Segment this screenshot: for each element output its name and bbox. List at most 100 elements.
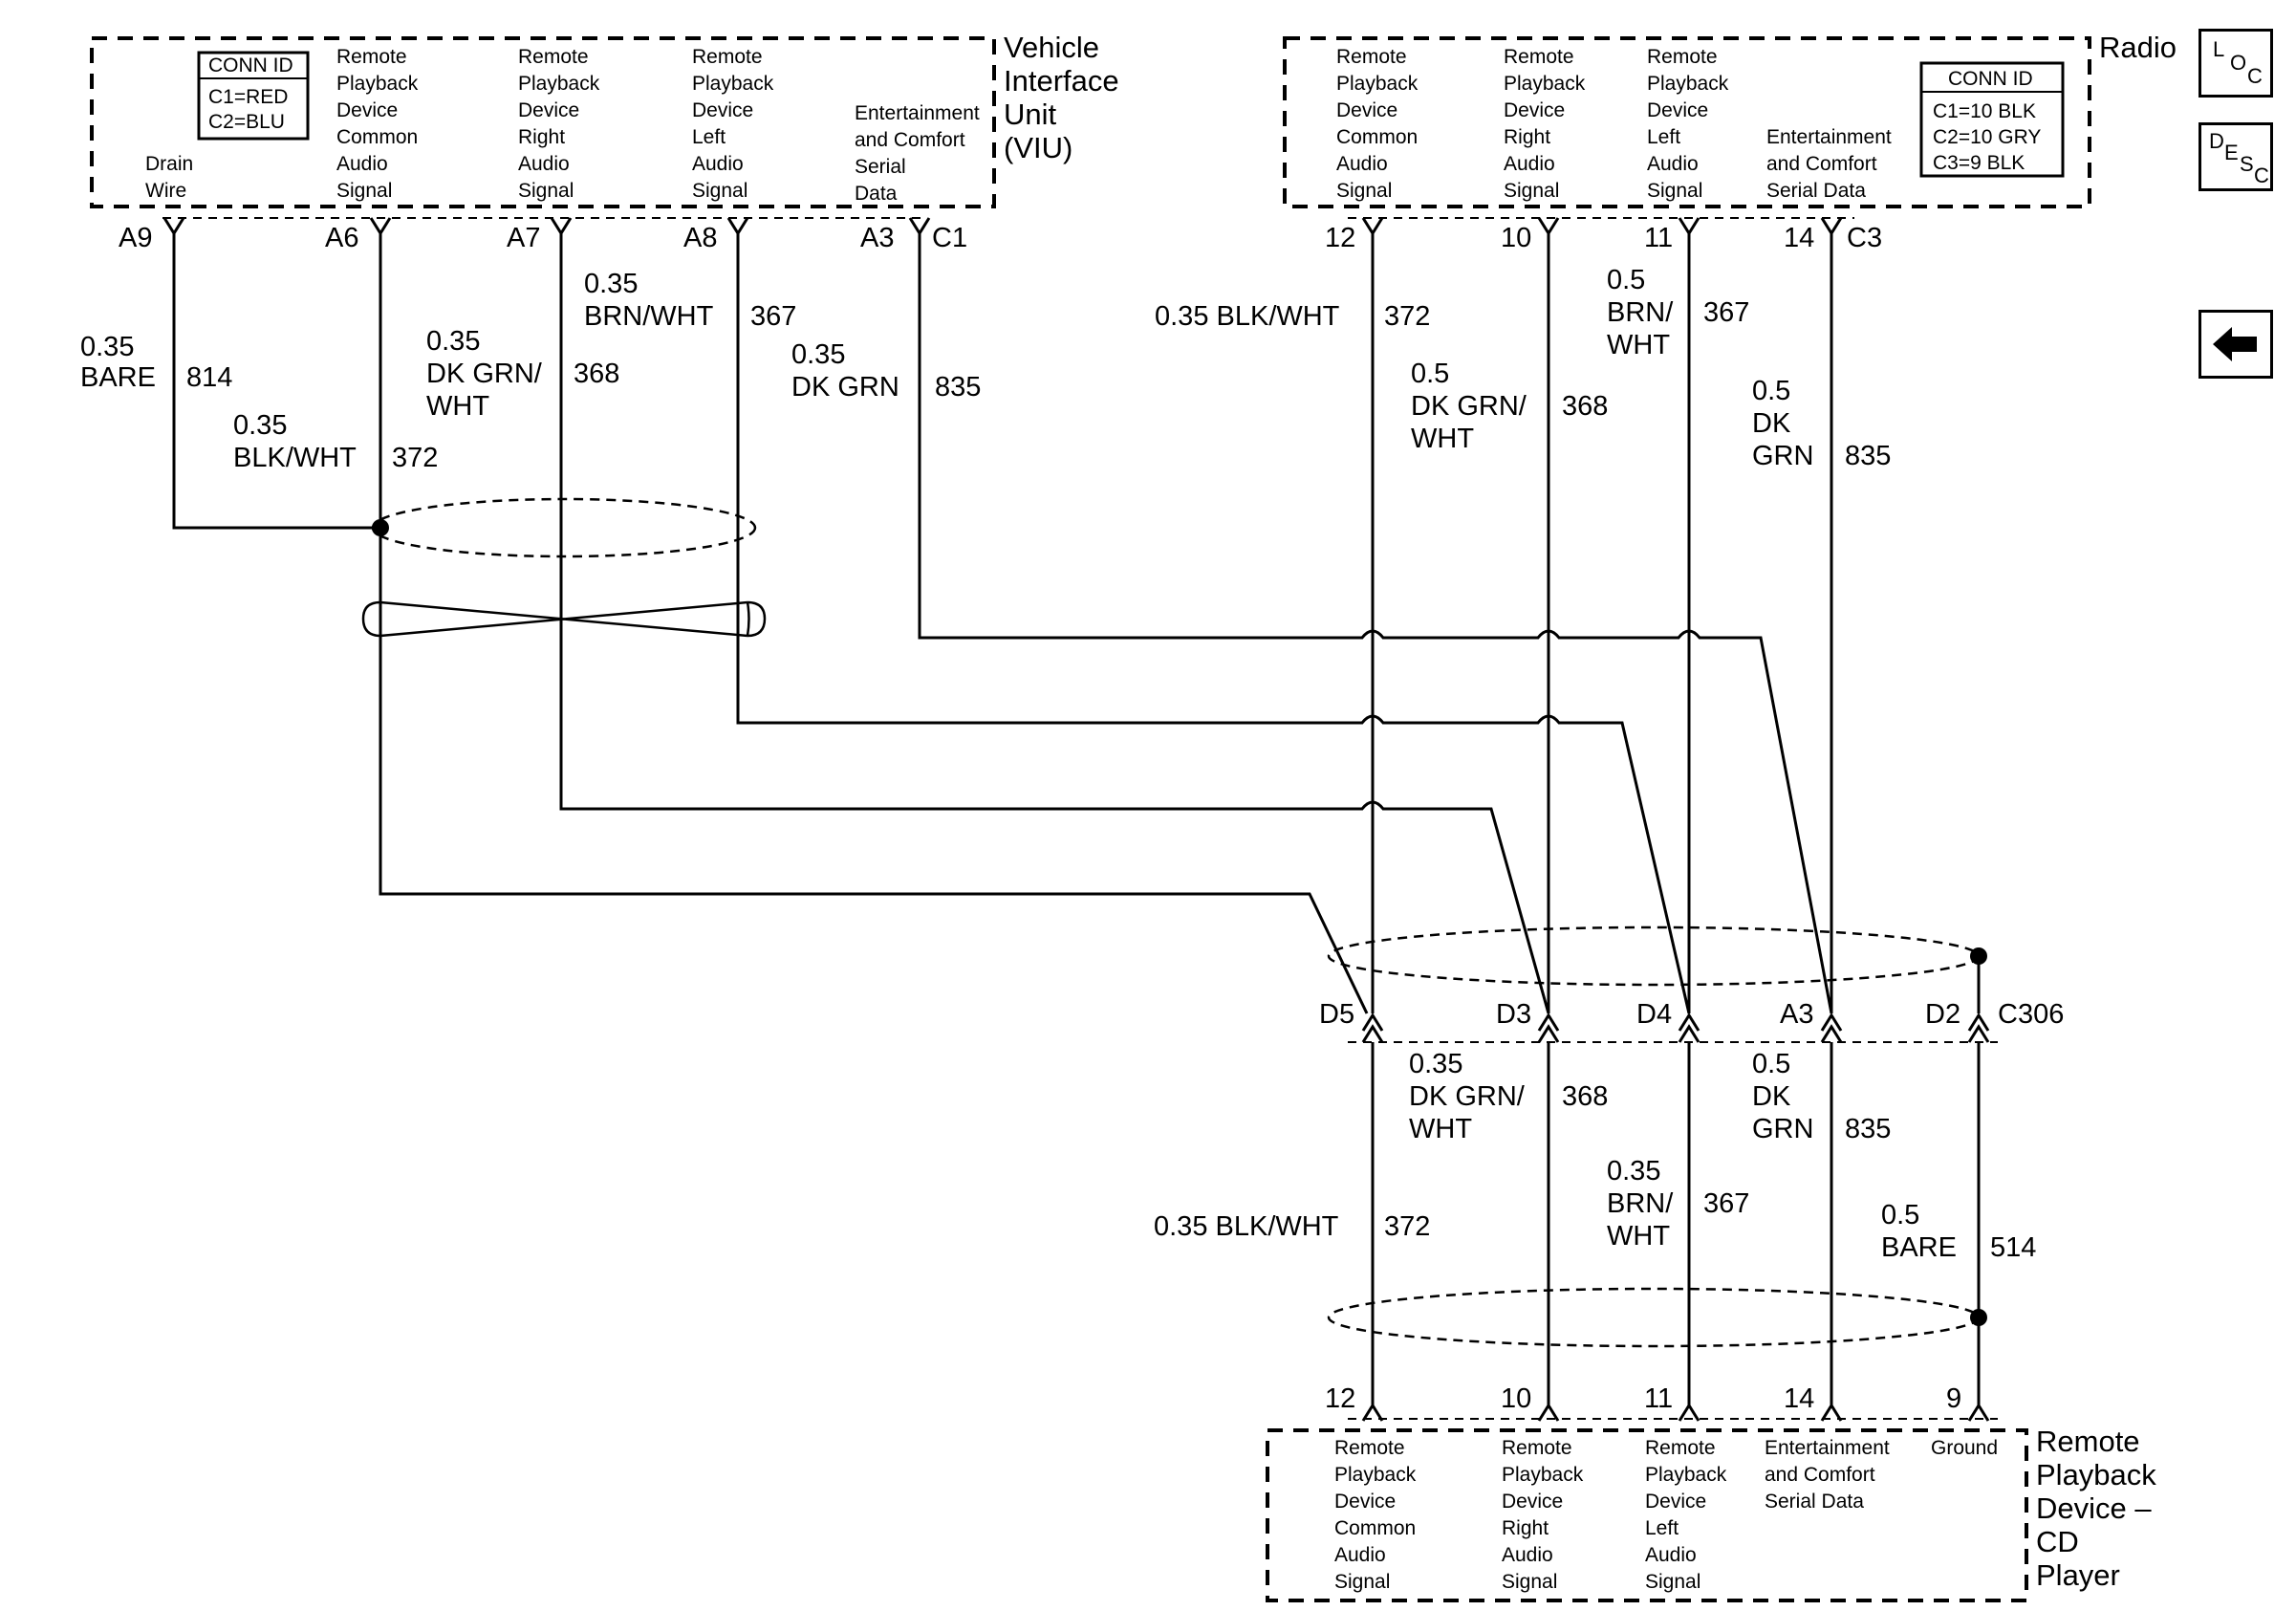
cd-pin-9-symbol	[1967, 1403, 1990, 1422]
c306-pin-label: A3	[1780, 999, 1813, 1030]
radio-pin-label: 14	[1784, 223, 1814, 253]
svg-text:Common: Common	[1334, 1517, 1416, 1539]
back-button[interactable]	[2199, 310, 2273, 379]
viu-shield-ellipse	[371, 497, 757, 558]
svg-text:0.5: 0.5	[1411, 359, 1449, 389]
svg-text:0.35 BLK/WHT: 0.35 BLK/WHT	[1155, 301, 1340, 332]
svg-text:Signal: Signal	[1334, 1571, 1390, 1593]
svg-text:0.35: 0.35	[584, 269, 638, 299]
viu-wire-labels: 0.35 BARE 814 0.35 BLK/WHT 372 0.35 DK G…	[80, 269, 981, 473]
svg-text:Playback: Playback	[518, 73, 600, 95]
viu-pin-label: A3	[860, 223, 894, 253]
svg-text:Audio: Audio	[1334, 1544, 1386, 1566]
radio-pin-label: 11	[1644, 223, 1673, 253]
svg-text:Signal: Signal	[692, 180, 747, 202]
radio-function-serial: Entertainment and Comfort Serial Data	[1766, 126, 1892, 202]
svg-text:Serial: Serial	[855, 156, 906, 178]
viu-pin-a9-symbol	[162, 217, 185, 236]
radio-pin-12-symbol	[1361, 217, 1384, 236]
svg-text:Signal: Signal	[1647, 180, 1702, 202]
svg-text:BLK/WHT: BLK/WHT	[233, 443, 357, 473]
svg-text:Audio: Audio	[1502, 1544, 1553, 1566]
c306-pin-label: D5	[1319, 999, 1354, 1030]
svg-text:835: 835	[935, 372, 981, 403]
svg-text:Remote: Remote	[1336, 46, 1407, 68]
cd-function-ground: Ground	[1931, 1437, 1998, 1459]
viu-box	[90, 36, 996, 208]
svg-text:Drain: Drain	[145, 153, 193, 175]
svg-text:BARE: BARE	[1881, 1232, 1957, 1263]
viu-connector-label: C1	[932, 223, 967, 253]
svg-text:Device: Device	[336, 99, 398, 121]
svg-text:Remote: Remote	[1647, 46, 1718, 68]
viu-pin-a6-symbol	[369, 217, 392, 236]
svg-text:and Comfort: and Comfort	[1766, 153, 1877, 175]
svg-text:Playback: Playback	[1502, 1464, 1584, 1486]
wire-367-viu	[736, 233, 1691, 1014]
svg-text:Remote: Remote	[1334, 1437, 1405, 1459]
svg-text:Left: Left	[1645, 1517, 1679, 1539]
cd-pin-11-symbol	[1678, 1403, 1700, 1422]
svg-text:Audio: Audio	[1504, 153, 1555, 175]
svg-text:0.35: 0.35	[233, 410, 287, 441]
viu-name-line: Vehicle	[1004, 31, 1099, 64]
viu-shield-splice	[372, 519, 389, 536]
svg-text:0.5: 0.5	[1881, 1200, 1919, 1230]
radio-name: Radio	[2099, 31, 2177, 64]
wires	[172, 233, 1981, 1405]
svg-text:0.35: 0.35	[1409, 1049, 1462, 1079]
svg-text:Remote: Remote	[1504, 46, 1574, 68]
svg-text:Device: Device	[1334, 1491, 1396, 1513]
svg-text:Playback: Playback	[336, 73, 419, 95]
svg-text:Signal: Signal	[1336, 180, 1392, 202]
loc-letter: O	[2230, 51, 2247, 75]
cd-player-name-line: Player	[2036, 1558, 2120, 1592]
radio-conn-id-box: CONN ID C1=10 BLK C2=10 GRY C3=9 BLK	[1919, 61, 2065, 178]
c306-pin-a3-symbol	[1820, 1012, 1843, 1043]
svg-text:Playback: Playback	[692, 73, 774, 95]
c306-pin-label: D4	[1636, 999, 1672, 1030]
radio-pin-label: 10	[1501, 223, 1531, 253]
viu-component: Vehicle Interface Unit (VIU) CONN ID C1=…	[90, 31, 1119, 253]
description-button[interactable]: D E S C	[2199, 122, 2273, 191]
wire-372-viu	[379, 233, 1369, 1014]
svg-text:0.5: 0.5	[1752, 1049, 1790, 1079]
location-button[interactable]: L O C	[2199, 29, 2273, 98]
svg-text:Remote: Remote	[518, 46, 589, 68]
svg-text:Entertainment: Entertainment	[855, 102, 980, 124]
svg-text:WHT: WHT	[1411, 424, 1474, 454]
svg-text:Remote: Remote	[1645, 1437, 1716, 1459]
viu-pin-a8-symbol	[726, 217, 749, 236]
svg-text:367: 367	[1703, 297, 1749, 328]
c306-pin-d5-symbol	[1361, 1012, 1384, 1043]
cd-player-name-line: Remote	[2036, 1425, 2140, 1458]
viu-conn-id-line: C1=RED	[208, 86, 288, 108]
svg-text:367: 367	[750, 301, 796, 332]
svg-text:Audio: Audio	[692, 153, 744, 175]
twisted-pair-symbol	[361, 600, 767, 638]
svg-text:Audio: Audio	[336, 153, 388, 175]
svg-text:Playback: Playback	[1334, 1464, 1417, 1486]
svg-text:Entertainment: Entertainment	[1766, 126, 1892, 148]
c306-pin-d3-symbol	[1537, 1012, 1560, 1043]
wire-814-drain	[172, 233, 380, 530]
svg-text:835: 835	[1845, 441, 1891, 471]
svg-text:WHT: WHT	[426, 391, 489, 422]
desc-letter: D	[2209, 129, 2224, 153]
svg-text:Common: Common	[336, 126, 418, 148]
radio-conn-id-line: C3=9 BLK	[1933, 152, 2025, 174]
cd-function-serial: Entertainment and Comfort Serial Data	[1765, 1437, 1890, 1513]
viu-name-line: Interface	[1004, 64, 1119, 98]
svg-text:Device: Device	[1502, 1491, 1563, 1513]
svg-text:Ground: Ground	[1931, 1437, 1998, 1459]
svg-text:Data: Data	[855, 183, 898, 205]
radio-box	[1283, 36, 2091, 208]
svg-text:Left: Left	[692, 126, 726, 148]
viu-pin-label: A7	[507, 223, 540, 253]
svg-text:DK: DK	[1752, 1081, 1791, 1112]
svg-text:Right: Right	[1502, 1517, 1549, 1539]
svg-text:814: 814	[186, 362, 232, 393]
c306-pin-d2-symbol	[1967, 1012, 1990, 1043]
svg-text:DK GRN: DK GRN	[791, 372, 899, 403]
svg-text:Remote: Remote	[1502, 1437, 1572, 1459]
